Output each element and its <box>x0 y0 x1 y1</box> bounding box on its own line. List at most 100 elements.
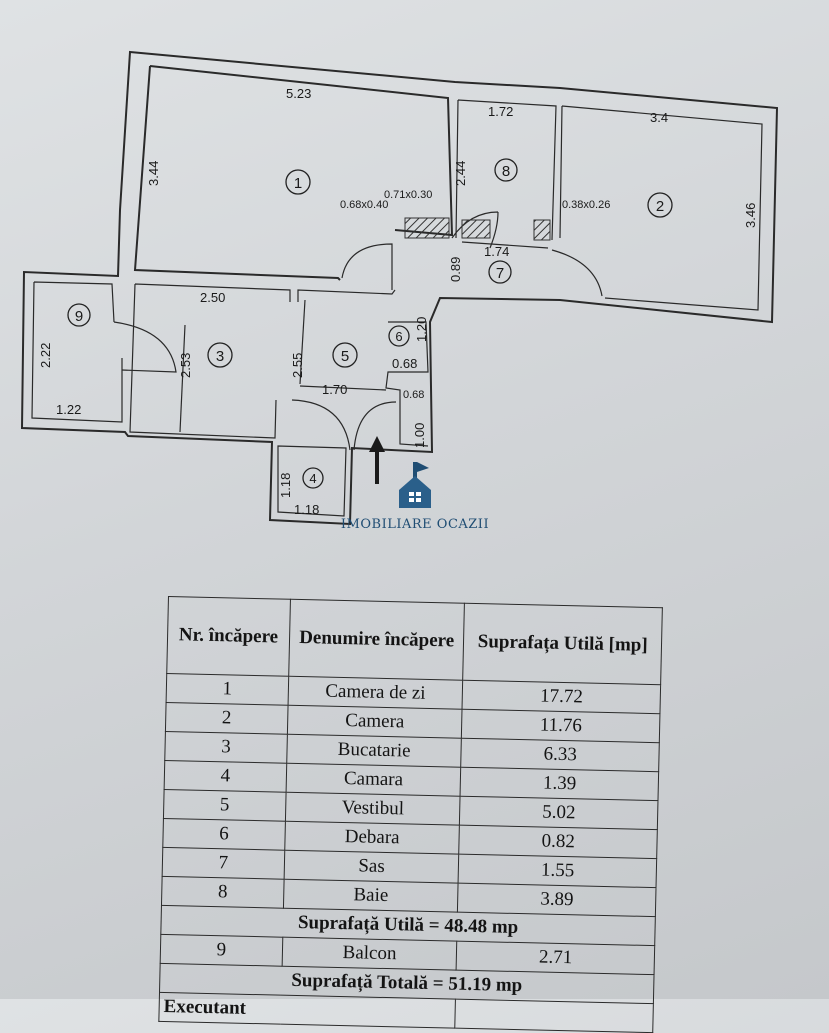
header-nr: Nr. încăpere <box>166 596 291 677</box>
inner-wall-room6 <box>385 321 429 447</box>
room-label-2: 2 <box>647 192 673 218</box>
cell-name: Bucatarie <box>286 734 462 768</box>
dim-line <box>461 241 549 249</box>
header-area: Suprafața Utilă [mp] <box>463 603 663 685</box>
svg-text:4: 4 <box>309 471 316 486</box>
cell-nr: 4 <box>164 760 287 793</box>
cell-nr: 8 <box>161 876 284 909</box>
door-swing <box>291 399 351 451</box>
cell-nr: 7 <box>162 847 285 880</box>
room-label-3: 3 <box>207 342 233 368</box>
dim-text: 2.53 <box>178 353 193 378</box>
door-swing <box>341 243 393 290</box>
cell-nr: 6 <box>162 818 286 851</box>
door-swing <box>451 211 499 249</box>
watermark: IMOBILIARE OCAZII <box>300 460 530 532</box>
inner-wall-room4 <box>277 445 347 517</box>
cell-name: Debara <box>284 821 460 855</box>
cell-name: Camara <box>285 763 462 797</box>
cell-area: 2.71 <box>456 941 655 975</box>
entrance-arrow-icon <box>369 436 385 484</box>
cell-nr: 3 <box>164 731 288 764</box>
room-label-8: 8 <box>494 158 518 182</box>
room-label-6: 6 <box>388 325 410 347</box>
executant-cell <box>455 999 654 1033</box>
dim-text: 0.89 <box>448 257 463 282</box>
dim-text: 1.70 <box>322 382 347 397</box>
inner-wall-room2 <box>559 105 763 311</box>
dim-text: 3.46 <box>743 203 758 228</box>
dim-text: 5.23 <box>286 86 311 101</box>
dim-line <box>299 385 387 391</box>
dim-text: 2.55 <box>290 353 305 378</box>
duct-hatch <box>533 219 551 241</box>
cell-name: Baie <box>283 879 459 913</box>
cell-nr: 9 <box>160 934 283 967</box>
dim-text: 0.38x0.26 <box>562 199 610 211</box>
dim-text: 2.50 <box>200 290 225 305</box>
cell-area: 6.33 <box>461 738 660 772</box>
house-logo-icon <box>399 462 431 508</box>
cell-area: 3.89 <box>457 883 657 917</box>
cell-area: 1.55 <box>458 854 657 888</box>
room-label-1: 1 <box>285 169 311 195</box>
cell-nr: 1 <box>166 673 289 706</box>
svg-text:8: 8 <box>502 163 510 180</box>
area-table: Nr. încăpere Denumire încăpere Suprafața… <box>158 596 663 1033</box>
dim-text: 3.44 <box>146 161 161 186</box>
room-label-5: 5 <box>332 342 358 368</box>
watermark-text: IMOBILIARE OCAZII <box>340 517 490 532</box>
inner-wall-room8 <box>455 99 557 241</box>
svg-text:5: 5 <box>341 348 349 365</box>
dim-text: 1.18 <box>278 473 293 498</box>
svg-text:3: 3 <box>216 348 224 365</box>
cell-area: 11.76 <box>461 709 660 743</box>
cell-nr: 2 <box>165 702 288 735</box>
cell-name: Camera <box>287 705 463 739</box>
dim-text: 1.72 <box>488 104 513 119</box>
svg-text:6: 6 <box>395 329 402 344</box>
cell-area: 5.02 <box>459 796 658 830</box>
cell-name: Camera de zi <box>287 676 464 710</box>
inner-wall-room3-5 <box>129 283 396 439</box>
svg-text:7: 7 <box>496 265 504 282</box>
dim-text: 0.68 <box>403 389 424 401</box>
cell-area: 0.82 <box>459 825 658 859</box>
dim-text: 2.22 <box>38 343 53 368</box>
outer-wall <box>20 50 779 526</box>
cell-name: Vestibul <box>285 792 461 826</box>
dim-text: 2.44 <box>453 161 468 186</box>
room-label-9: 9 <box>67 303 91 327</box>
cell-area: 1.39 <box>460 767 659 801</box>
room-label-4: 4 <box>302 467 324 489</box>
svg-text:1: 1 <box>294 175 302 192</box>
inner-wall-room9 <box>31 281 123 423</box>
dim-text: 1.18 <box>294 502 319 517</box>
duct-hatch <box>461 219 491 239</box>
svg-text:2: 2 <box>656 198 664 215</box>
svg-text:9: 9 <box>75 308 83 325</box>
door-swing <box>551 249 603 297</box>
dim-text: 1.00 <box>412 423 427 448</box>
cell-name: Sas <box>283 850 460 884</box>
dim-text: 0.71x0.30 <box>384 189 432 201</box>
table-header-row: Nr. încăpere Denumire încăpere Suprafața… <box>166 596 663 685</box>
cell-name: Balcon <box>281 937 458 971</box>
dim-line <box>179 324 186 433</box>
door-swing <box>113 321 177 373</box>
floor-plan: 1 2 3 4 5 6 7 8 9 5.23 3.44 3.4 3.46 2.5… <box>20 50 779 526</box>
executant-label: Executant <box>158 992 456 1029</box>
header-name: Denumire încăpere <box>288 599 465 681</box>
dim-text: 0.68x0.40 <box>340 199 388 211</box>
duct-hatch <box>404 217 450 239</box>
dim-text: 0.68 <box>392 356 417 371</box>
dim-text: 3.4 <box>650 110 668 125</box>
dim-text: 1.22 <box>56 402 81 417</box>
cell-area: 17.72 <box>462 680 661 714</box>
cell-nr: 5 <box>163 789 286 822</box>
dim-line <box>299 299 306 385</box>
door-swing <box>353 401 397 451</box>
dim-text: 1.20 <box>414 317 429 342</box>
dim-text: 1.74 <box>484 244 509 259</box>
room-label-7: 7 <box>488 260 512 284</box>
